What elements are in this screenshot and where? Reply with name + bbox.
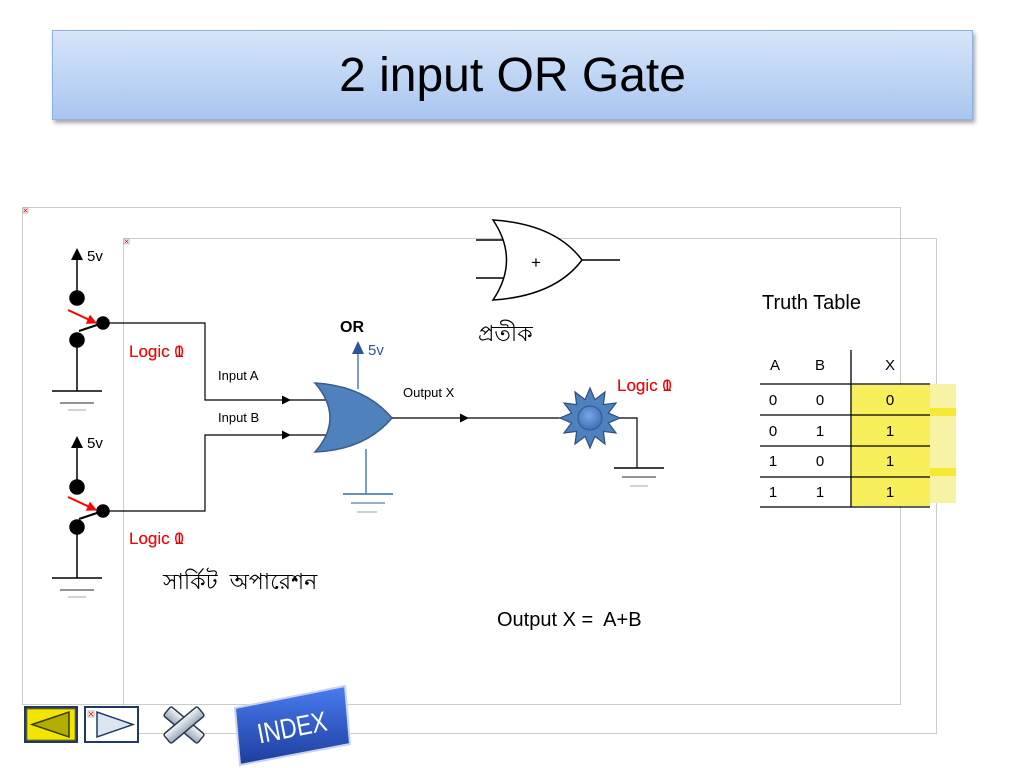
output-expression: Output X = A+B <box>497 609 642 631</box>
broken-image-icon <box>123 238 130 245</box>
table-cell: 1 <box>769 453 777 470</box>
table-cell: 0 <box>769 392 777 409</box>
switch-contact <box>69 290 85 306</box>
truth-table-grid <box>760 350 930 508</box>
supply-arrow-icon <box>71 248 83 260</box>
highlight-stripe <box>930 468 956 476</box>
ground-symbol <box>52 390 102 411</box>
input-b-wire <box>103 430 291 512</box>
led-ground-wire <box>620 417 638 468</box>
gate-name-label: OR <box>340 319 364 336</box>
right-arrow-icon <box>84 706 139 743</box>
led-core <box>577 405 603 431</box>
left-arrow-icon <box>24 706 78 743</box>
or-gate <box>313 382 393 453</box>
gate-supply-arrow-icon <box>352 341 364 354</box>
slide-title: 2 input OR Gate <box>339 48 686 102</box>
switch-action-arrow-icon <box>67 309 97 324</box>
logic-state-label: Logic 0 <box>129 342 184 361</box>
table-cell: 1 <box>886 453 894 470</box>
ground-symbol <box>343 493 393 513</box>
table-cell: 1 <box>886 423 894 440</box>
table-highlight <box>852 384 956 506</box>
index-button-shape: INDEX <box>233 684 352 767</box>
truth-table-title: Truth Table <box>762 292 861 314</box>
switch-contact <box>69 479 85 495</box>
supply-arrow-icon <box>71 436 83 448</box>
supply-voltage-label: 5v <box>87 248 103 265</box>
table-cell: 1 <box>816 423 824 440</box>
symbol-operator: + <box>531 253 541 272</box>
table-cell: 0 <box>816 392 824 409</box>
table-header-x: X <box>885 357 895 374</box>
highlight-overflow <box>930 384 956 503</box>
ground-symbol <box>614 467 664 487</box>
led-burst-icon <box>558 386 622 450</box>
symbol-caption: প্রতীক <box>478 320 533 346</box>
previous-slide-button[interactable] <box>24 706 78 743</box>
table-cell: 1 <box>769 484 777 501</box>
table-cell: 0 <box>769 423 777 440</box>
switch-a[interactable] <box>67 248 110 391</box>
input-a-label: Input A <box>218 368 259 383</box>
gate-supply-label: 5v <box>368 342 384 359</box>
or-gate-symbol <box>476 219 620 301</box>
broken-image-icon <box>22 207 29 214</box>
led-state-alt-label: Logic 1 <box>617 376 672 395</box>
table-cell: 1 <box>886 484 894 501</box>
truth-table: A B X 0 0 0 0 1 1 1 0 1 1 1 1 <box>769 357 895 501</box>
index-button[interactable]: INDEX <box>230 683 354 767</box>
input-a-wire <box>103 322 291 405</box>
switch-action-arrow-icon <box>67 496 97 511</box>
ground-symbol <box>52 577 102 598</box>
input-b-label: Input B <box>218 410 259 425</box>
symbol-gate-body <box>491 219 583 301</box>
led-state-label: Logic 0 <box>617 376 672 395</box>
table-cell: 0 <box>816 453 824 470</box>
logic-state-alt-label: Logic 1 <box>129 342 184 361</box>
operation-caption: সার্কিট অপারেশন <box>162 568 318 594</box>
close-slideshow-button[interactable] <box>158 703 210 747</box>
output-label: Output X <box>403 385 455 400</box>
next-slide-button[interactable] <box>84 706 139 743</box>
logic-state-alt-label: Logic 1 <box>129 529 184 548</box>
logic-state-label: Logic 0 <box>129 529 184 548</box>
supply-voltage-label: 5v <box>87 435 103 452</box>
switch-b[interactable] <box>67 436 110 578</box>
table-cell: 0 <box>886 392 894 409</box>
table-header-b: B <box>815 357 825 374</box>
table-cell: 1 <box>816 484 824 501</box>
table-header-a: A <box>770 357 780 374</box>
broken-image-icon <box>87 710 95 718</box>
close-x-icon <box>163 706 205 744</box>
highlight-stripe <box>930 408 956 416</box>
title-bar: 2 input OR Gate <box>52 30 973 120</box>
